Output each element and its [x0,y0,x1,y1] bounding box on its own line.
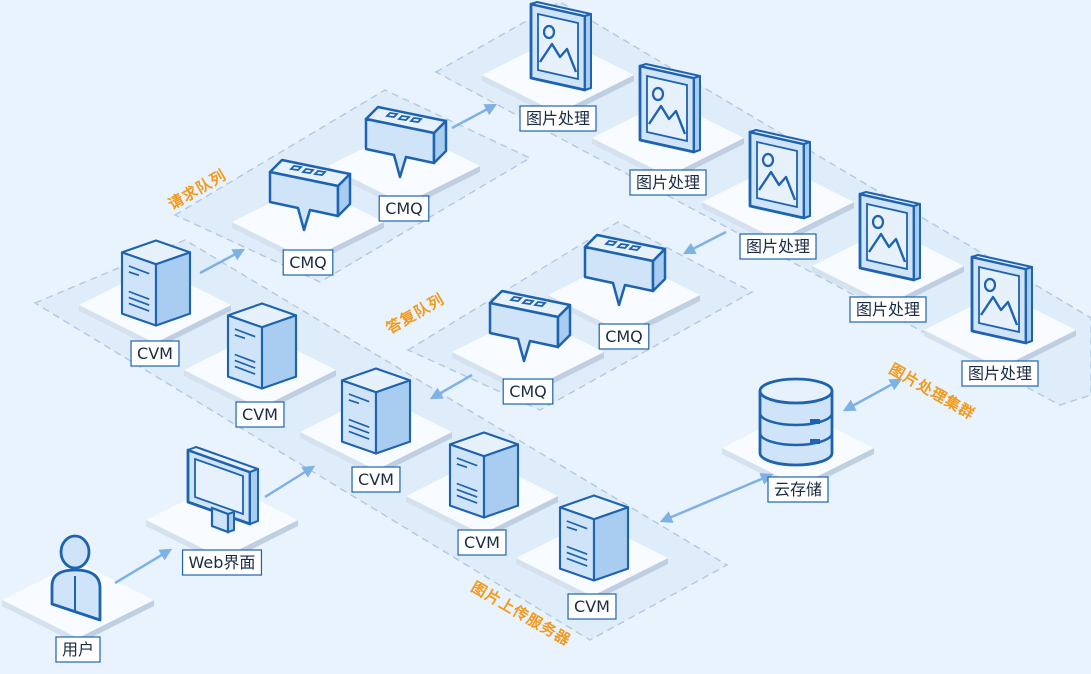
node-label-text: CVM [464,533,500,552]
server-icon [120,239,192,327]
node-label-img3: 图片处理 [739,233,817,260]
node-label-storage: 云存储 [767,476,829,503]
node-label-box [767,476,829,503]
node-label-box [351,466,401,493]
node-label-box [849,296,927,323]
node-label-box [567,593,617,620]
edges [114,103,903,585]
server-icon [448,431,520,519]
node-label-box [961,360,1039,387]
edge-cvm1-cmq1 [199,248,246,275]
user-icon [50,534,102,622]
node-label-box [598,323,650,350]
node-label-cmq2: CMQ [378,195,430,222]
node-label-text: CMQ [509,382,547,401]
node-label-user: 用户 [55,636,101,663]
node-label-box [181,549,263,576]
node-label-box [739,233,817,260]
database-icon [758,377,834,467]
edge-storage-processing [842,378,903,412]
node-label-text: 云存储 [774,480,822,499]
server-icon [558,494,630,582]
server-icon [340,367,412,455]
zone-request-queue [173,89,532,283]
node-label-box [519,105,597,132]
node-label-text: 图片处理 [968,364,1032,383]
node-label-box [130,340,180,367]
node-label-cvm4: CVM [457,529,507,556]
edge-user-web [114,548,173,585]
node-label-img1: 图片处理 [519,105,597,132]
image-icon [970,253,1034,345]
edge-cvm5-storage [659,473,774,523]
node-label-text: 用户 [62,640,94,659]
node-label-text: CMQ [289,253,327,272]
node-label-box [629,169,707,196]
node-label-text: CMQ [605,327,643,346]
node-label-box [378,195,430,222]
edge-cmq3-cvm3 [429,373,473,400]
node-label-text: CMQ [385,199,423,218]
node-label-web: Web界面 [181,549,263,576]
node-label-text: 图片处理 [526,109,590,128]
node-label-box [282,249,334,276]
node-label-cmq3: CMQ [502,378,554,405]
node-label-img4: 图片处理 [849,296,927,323]
node-label-text: 图片处理 [856,300,920,319]
node-label-text: CVM [358,470,394,489]
node-label-text: CVM [137,344,173,363]
node-label-cvm2: CVM [235,401,285,428]
node-label-text: 图片处理 [746,237,810,256]
image-icon [748,128,812,220]
node-label-img5: 图片处理 [961,360,1039,387]
node-label-text: CVM [574,597,610,616]
node-label-text: Web界面 [189,553,256,572]
edge-img3-cmq4 [682,230,727,255]
node-label-box [235,401,285,428]
image-icon [638,62,702,154]
node-label-cvm3: CVM [351,466,401,493]
node-label-img2: 图片处理 [629,169,707,196]
edge-cmq2-img1 [451,103,498,130]
node-label-cmq1: CMQ [282,249,334,276]
image-icon [529,0,593,92]
node-labels: 用户Web界面CVMCVMCVMCVMCVMCMQCMQCMQCMQ图片处理图片… [55,105,1039,663]
node-label-text: CVM [242,405,278,424]
image-icon [858,190,922,282]
node-label-cmq4: CMQ [598,323,650,350]
node-label-text: 图片处理 [636,173,700,192]
node-label-box [502,378,554,405]
node-label-box [457,529,507,556]
node-label-cvm1: CVM [130,340,180,367]
node-label-cvm5: CVM [567,593,617,620]
group-label-reply-queue: 答复队列 [383,290,447,338]
node-label-box [55,636,101,663]
edge-web-cvm3 [264,465,316,499]
server-icon [226,302,298,390]
